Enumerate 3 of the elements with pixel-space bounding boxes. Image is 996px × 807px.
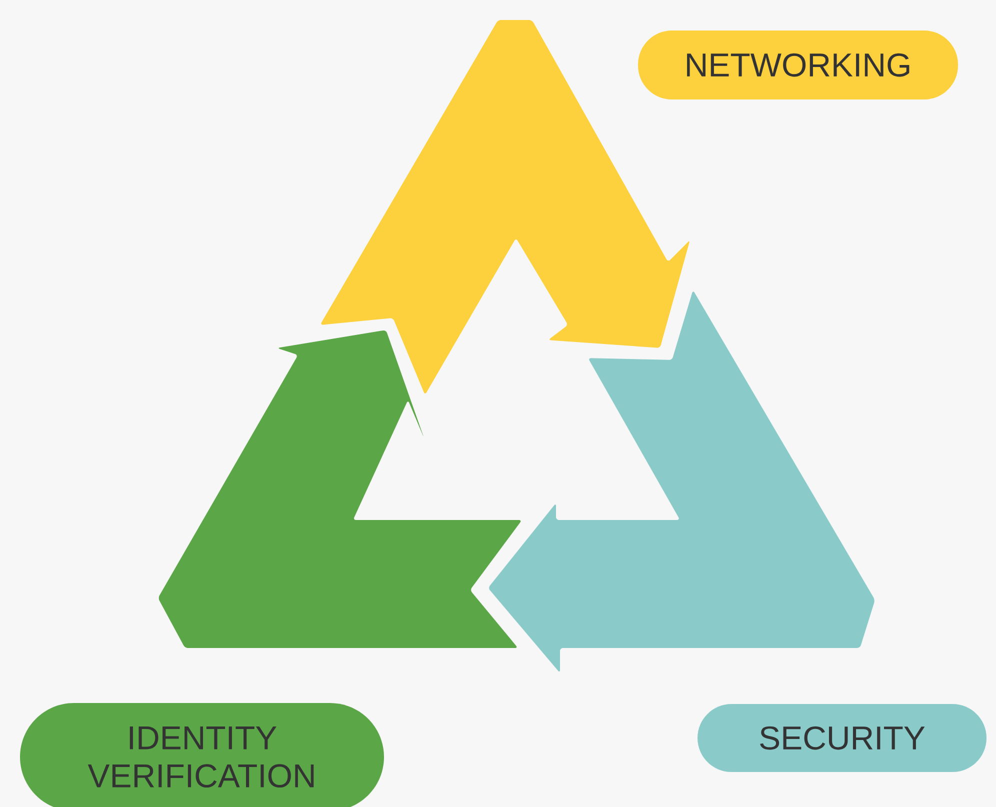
label-pill: NETWORKING — [638, 30, 958, 100]
label-pill: SECURITY — [698, 704, 986, 772]
label-pill: IDENTITY VERIFICATION — [20, 703, 384, 807]
